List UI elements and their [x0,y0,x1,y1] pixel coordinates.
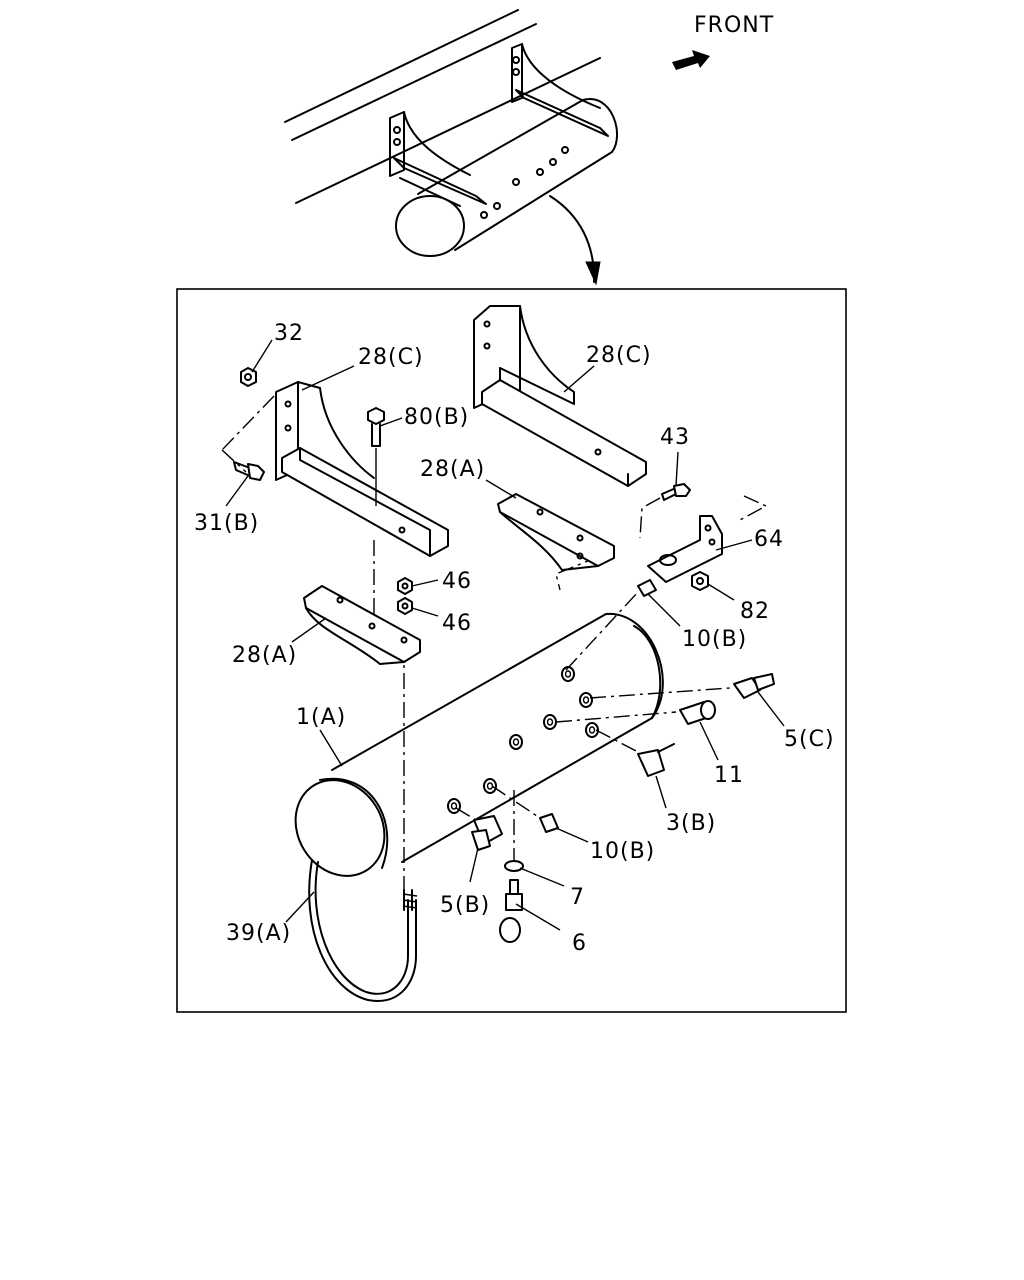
front-orientation-marker: FRONT [672,13,774,70]
saddle-28a-upper [497,493,615,571]
part-46-nuts [397,577,413,615]
part-3b-elbow [637,743,675,777]
callout-82: 82 [740,599,770,624]
callout-5c: 5(C) [784,727,835,752]
part-10b-plug-upper [637,579,657,597]
bracket-28c-right [473,305,647,487]
callout-43: 43 [660,425,690,450]
callout-80b: 80(B) [404,405,469,430]
part-32-nut [240,367,257,387]
callout-6: 6 [572,931,587,956]
part-39a-strap [308,859,418,1002]
callout-31b: 31(B) [194,511,259,536]
callout-46-a: 46 [442,569,472,594]
part-64-plate [647,515,723,583]
callout-32: 32 [274,321,304,346]
callout-7: 7 [570,885,585,910]
callout-28c-left: 28(C) [358,345,424,370]
part-6-drain-cock [499,879,523,943]
frame-overview [284,9,618,286]
callout-46-b: 46 [442,611,472,636]
callout-10b-lower: 10(B) [590,839,655,864]
callout-5b: 5(B) [440,893,490,918]
callout-labels: 32 28(C) 28(C) 80(B) 31(B) 43 28(A) 64 4… [194,321,835,956]
detail-frame [176,288,847,1013]
part-5b-elbow [471,815,503,851]
saddle-28a-lower [303,585,421,665]
callout-10b-upper: 10(B) [682,627,747,652]
callout-11: 11 [714,763,744,788]
part-1a-air-tank [294,612,664,877]
part-82-nut [691,571,709,591]
callout-3b: 3(B) [666,811,716,836]
callout-64: 64 [754,527,784,552]
part-5c-elbow [733,673,775,699]
alignment-lines [221,395,768,890]
part-7-washer [504,860,524,872]
front-arrow-icon [672,50,710,70]
part-43-bolt [661,483,691,501]
part-11-coupler [679,700,716,725]
callout-1a: 1(A) [296,705,346,730]
part-10b-plug-lower [539,813,559,833]
bracket-28c-left [275,381,449,557]
callout-39a: 39(A) [226,921,291,946]
tank-ports [447,666,599,814]
callout-28a-top: 28(A) [420,457,485,482]
leader-lines [225,339,785,931]
front-label: FRONT [694,13,774,38]
callout-28a-left: 28(A) [232,643,297,668]
part-31b-bolt [233,461,265,481]
part-80b-bolt [367,407,385,506]
callout-28c-right: 28(C) [586,343,652,368]
